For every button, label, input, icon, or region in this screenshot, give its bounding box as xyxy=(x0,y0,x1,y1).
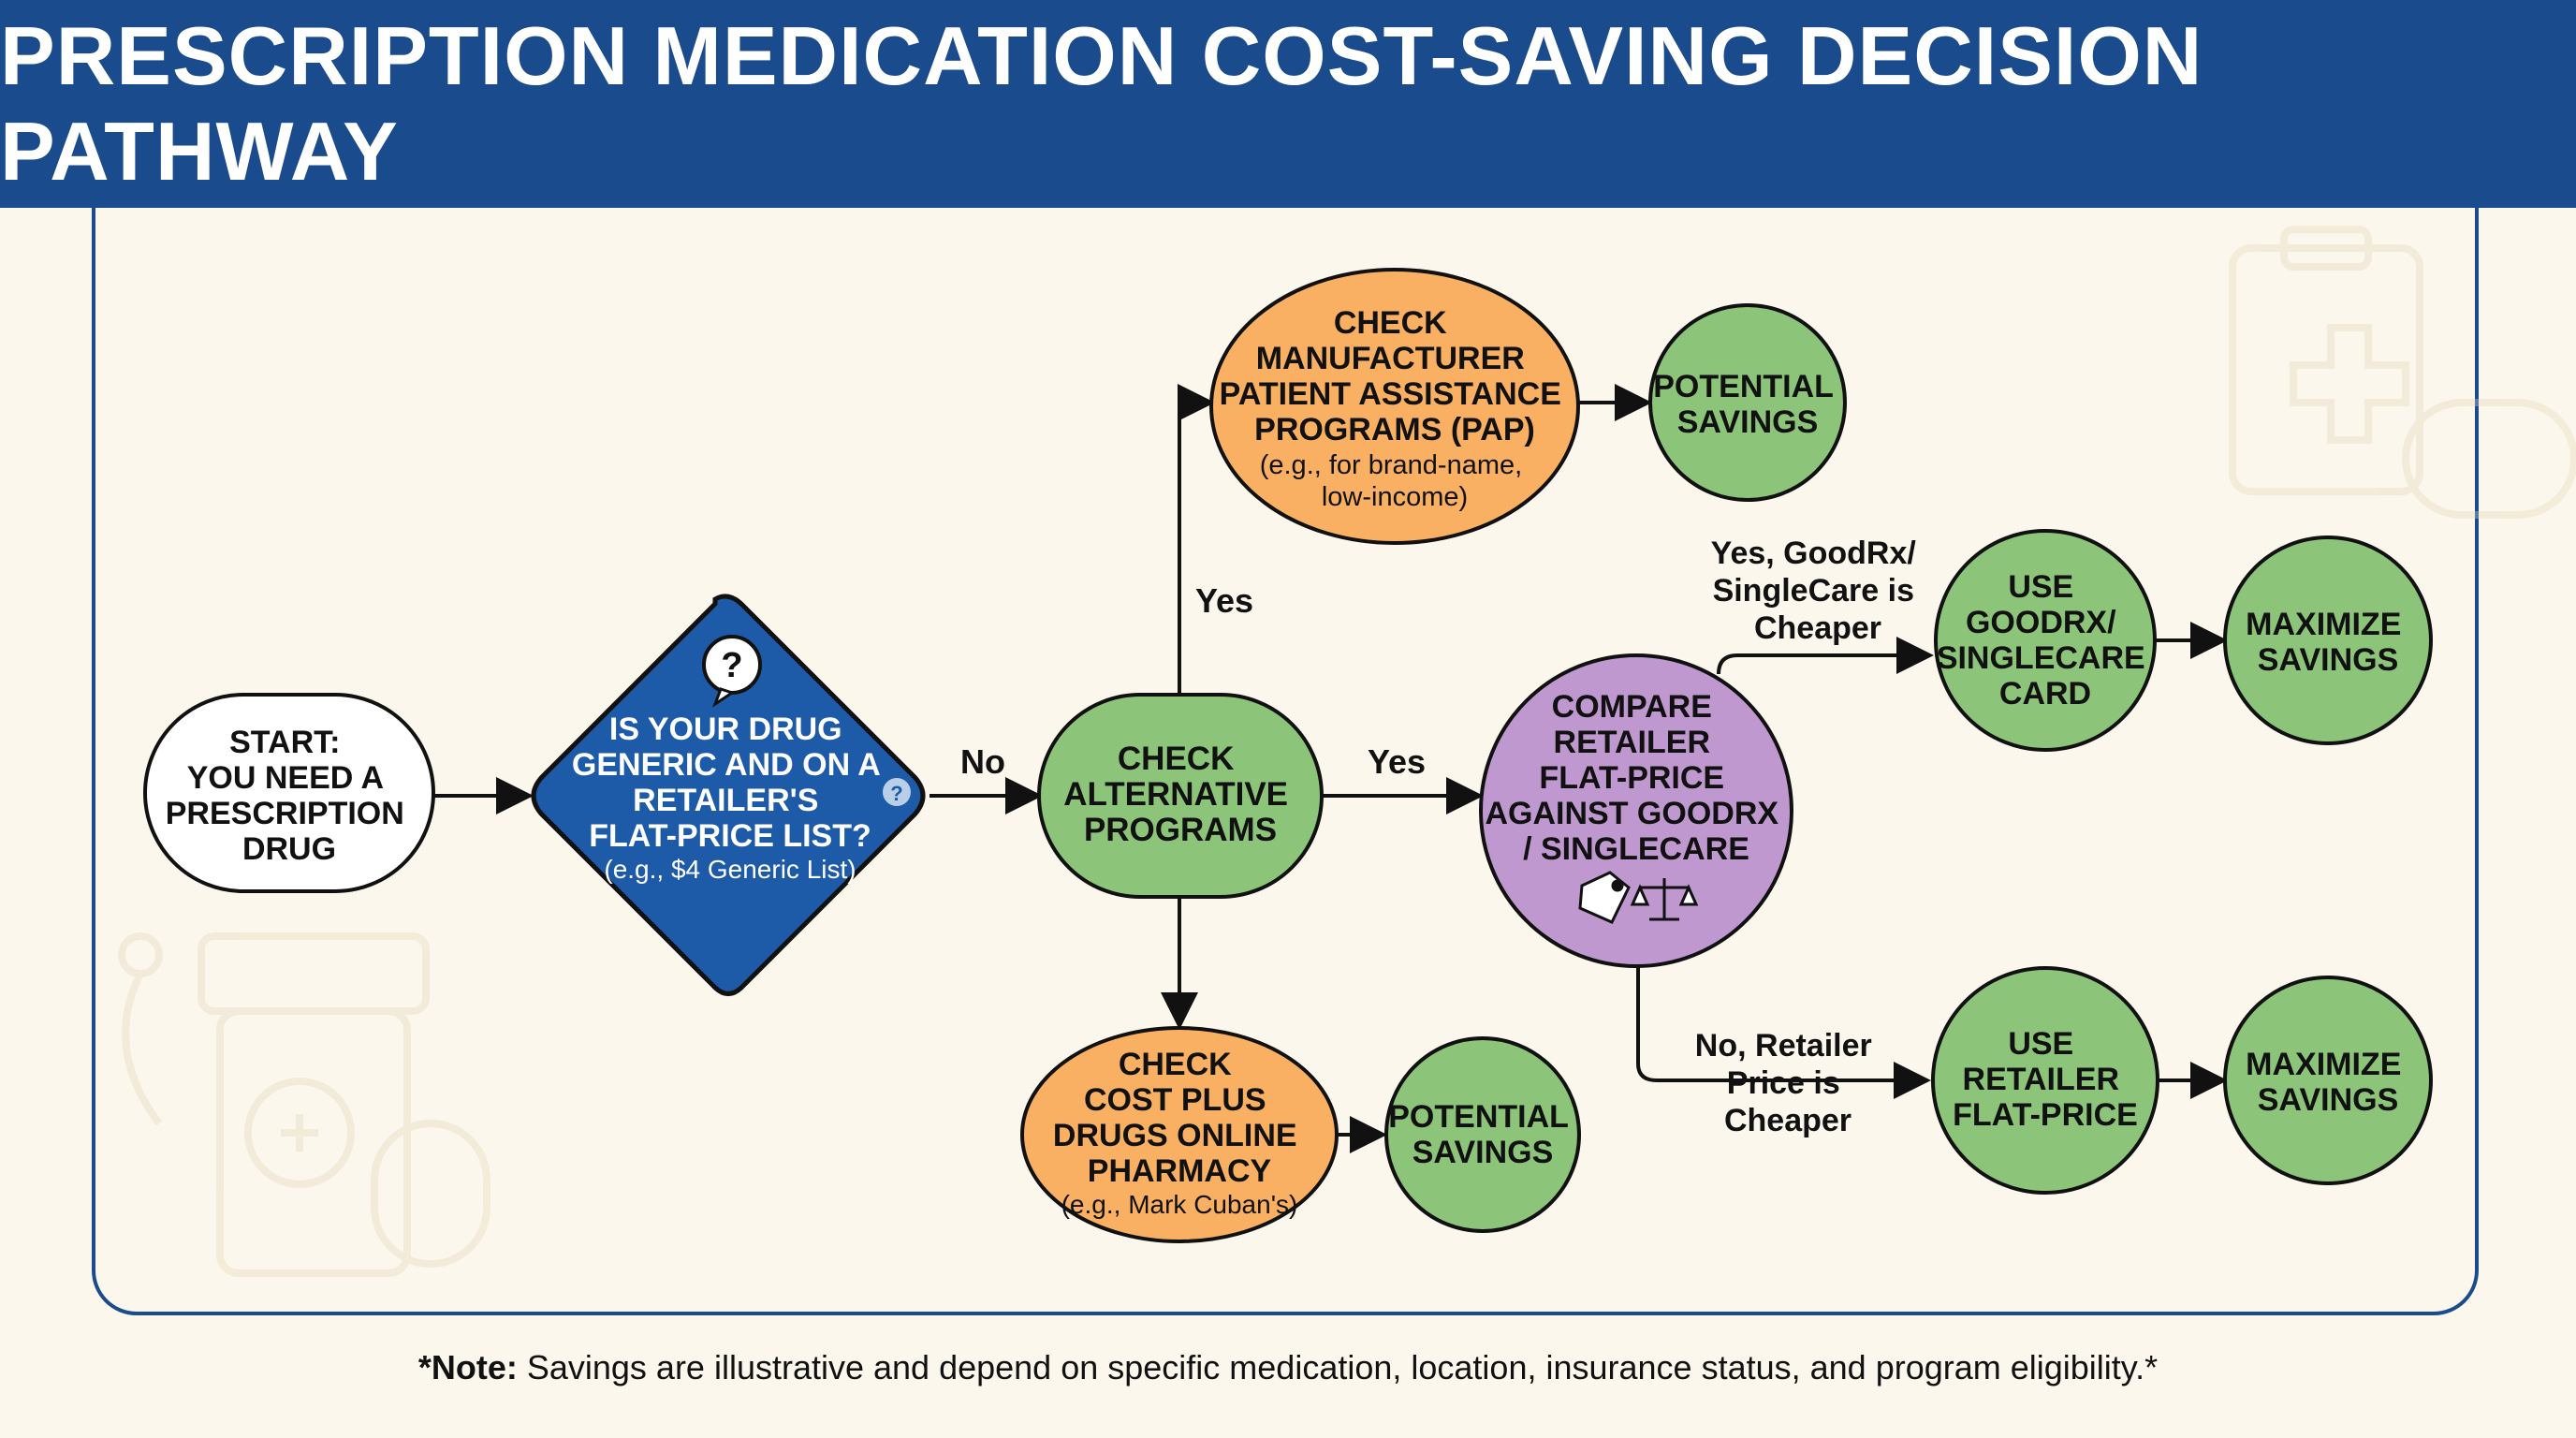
compare-node: COMPARE RETAILER FLAT-PRICE AGAINST GOOD… xyxy=(1479,653,1793,968)
svg-text:CHECK ALTERNATIVE: CHECK ALTERNATIVE PROGRAMS xyxy=(1063,741,1297,848)
diagram-frame xyxy=(92,192,2479,1315)
svg-text:IS YOUR DRUG GENERIC AND: IS YOUR DRUG GENERIC AND ON A RETAILER'S… xyxy=(572,712,888,854)
use-goodrx-node: USE GOODRX/ SINGLECARE CARD xyxy=(1934,529,2157,752)
background-pill-bottle-icon xyxy=(118,932,490,1277)
question-bubble-icon: ? xyxy=(702,635,762,708)
edge-label-yes-pap: Yes xyxy=(1195,581,1253,620)
edge-label-goodrx-cheaper: Yes, GoodRx/ SingleCare is Cheaper xyxy=(1711,536,1925,646)
small-question-icon: ? xyxy=(883,778,911,806)
pap-node: CHECK MANUFACTURER PATIENT ASSISTANCE PR… xyxy=(1209,268,1580,545)
check-alternative-programs-node: CHECK ALTERNATIVE PROGRAMS xyxy=(1037,693,1324,899)
edge-label-yes-compare: Yes xyxy=(1368,742,1426,781)
price-tag-icon xyxy=(1578,871,1631,924)
decision-node: ? ? IS YOUR DRUG GENERIC AND ON A RETAIL… xyxy=(531,594,926,996)
svg-text:POTENTIAL SAVINGS: POTENTIAL SAVINGS xyxy=(1388,1099,1577,1170)
edge-label-retailer-cheaper: No, Retailer Price is Cheaper xyxy=(1695,1028,1881,1138)
edge-compare-to-retailer xyxy=(1636,964,1931,1099)
svg-text:(e.g., Mark Cuban's): (e.g., Mark Cuban's) xyxy=(1061,1190,1298,1219)
cost-plus-savings-node: POTENTIAL SAVINGS xyxy=(1384,1036,1581,1233)
background-clipboard-icon xyxy=(2229,226,2576,519)
svg-text:?: ? xyxy=(890,782,902,805)
svg-text:CHECK COST PLUS DR: CHECK COST PLUS DRUGS ONLINE PHARMACY xyxy=(1053,1047,1306,1189)
svg-text:(e.g., $4 Generic List): (e.g., $4 Generic List) xyxy=(604,855,856,884)
svg-text:(e.g., for brand-name, l: (e.g., for brand-name, low-income) xyxy=(1260,450,1530,512)
edge-compare-to-goodrx xyxy=(1717,637,1934,675)
svg-text:?: ? xyxy=(721,646,742,685)
use-retailer-node: USE RETAILER FLAT-PRICE xyxy=(1931,966,2159,1195)
footnote-text: Savings are illustrative and depend on s… xyxy=(517,1348,2159,1387)
svg-text:MAXIMIZE SAVINGS: MAXIMIZE SAVINGS xyxy=(2246,607,2410,678)
cost-plus-node: CHECK COST PLUS DRUGS ONLINE PHARMACY (e… xyxy=(1020,1026,1339,1243)
svg-text:POTENTIAL SAVINGS: POTENTIAL SAVINGS xyxy=(1653,369,1842,440)
edge-label-no: No xyxy=(960,742,1005,781)
svg-text:COMPARE RETAILER F: COMPARE RETAILER FLAT-PRICE AGAINST GOOD… xyxy=(1485,689,1787,867)
start-node: START: YOU NEED A PRESCRIPTION DRUG xyxy=(143,693,435,893)
svg-text:MAXIMIZE SAVINGS: MAXIMIZE SAVINGS xyxy=(2246,1047,2410,1118)
retailer-maximize-savings-node: MAXIMIZE SAVINGS xyxy=(2223,976,2433,1185)
footnote-label: *Note: xyxy=(417,1348,518,1387)
pap-savings-node: POTENTIAL SAVINGS xyxy=(1648,303,1847,502)
edge-check-alt-to-pap xyxy=(1178,384,1215,693)
goodrx-maximize-savings-node: MAXIMIZE SAVINGS xyxy=(2223,536,2433,745)
svg-text:START: YOU NEED A: START: YOU NEED A PRESCRIPTION DRUG xyxy=(166,725,414,867)
header-banner: PRESCRIPTION MEDICATION COST-SAVING DECI… xyxy=(0,0,2576,208)
svg-text:CHECK MANUFACTURER: CHECK MANUFACTURER PATIENT ASSISTANCE PR… xyxy=(1220,305,1571,448)
svg-text:USE RETAILER FLAT-: USE RETAILER FLAT-PRICE xyxy=(1953,1026,2138,1133)
svg-text:USE GOODRX/ SINGLE: USE GOODRX/ SINGLECARE CARD xyxy=(1937,569,2154,712)
edges xyxy=(433,384,2228,1153)
page-title: PRESCRIPTION MEDICATION COST-SAVING DECI… xyxy=(0,9,2203,198)
scale-icon xyxy=(1630,878,1699,921)
footnote: *Note: Savings are illustrative and depe… xyxy=(0,1348,2576,1387)
